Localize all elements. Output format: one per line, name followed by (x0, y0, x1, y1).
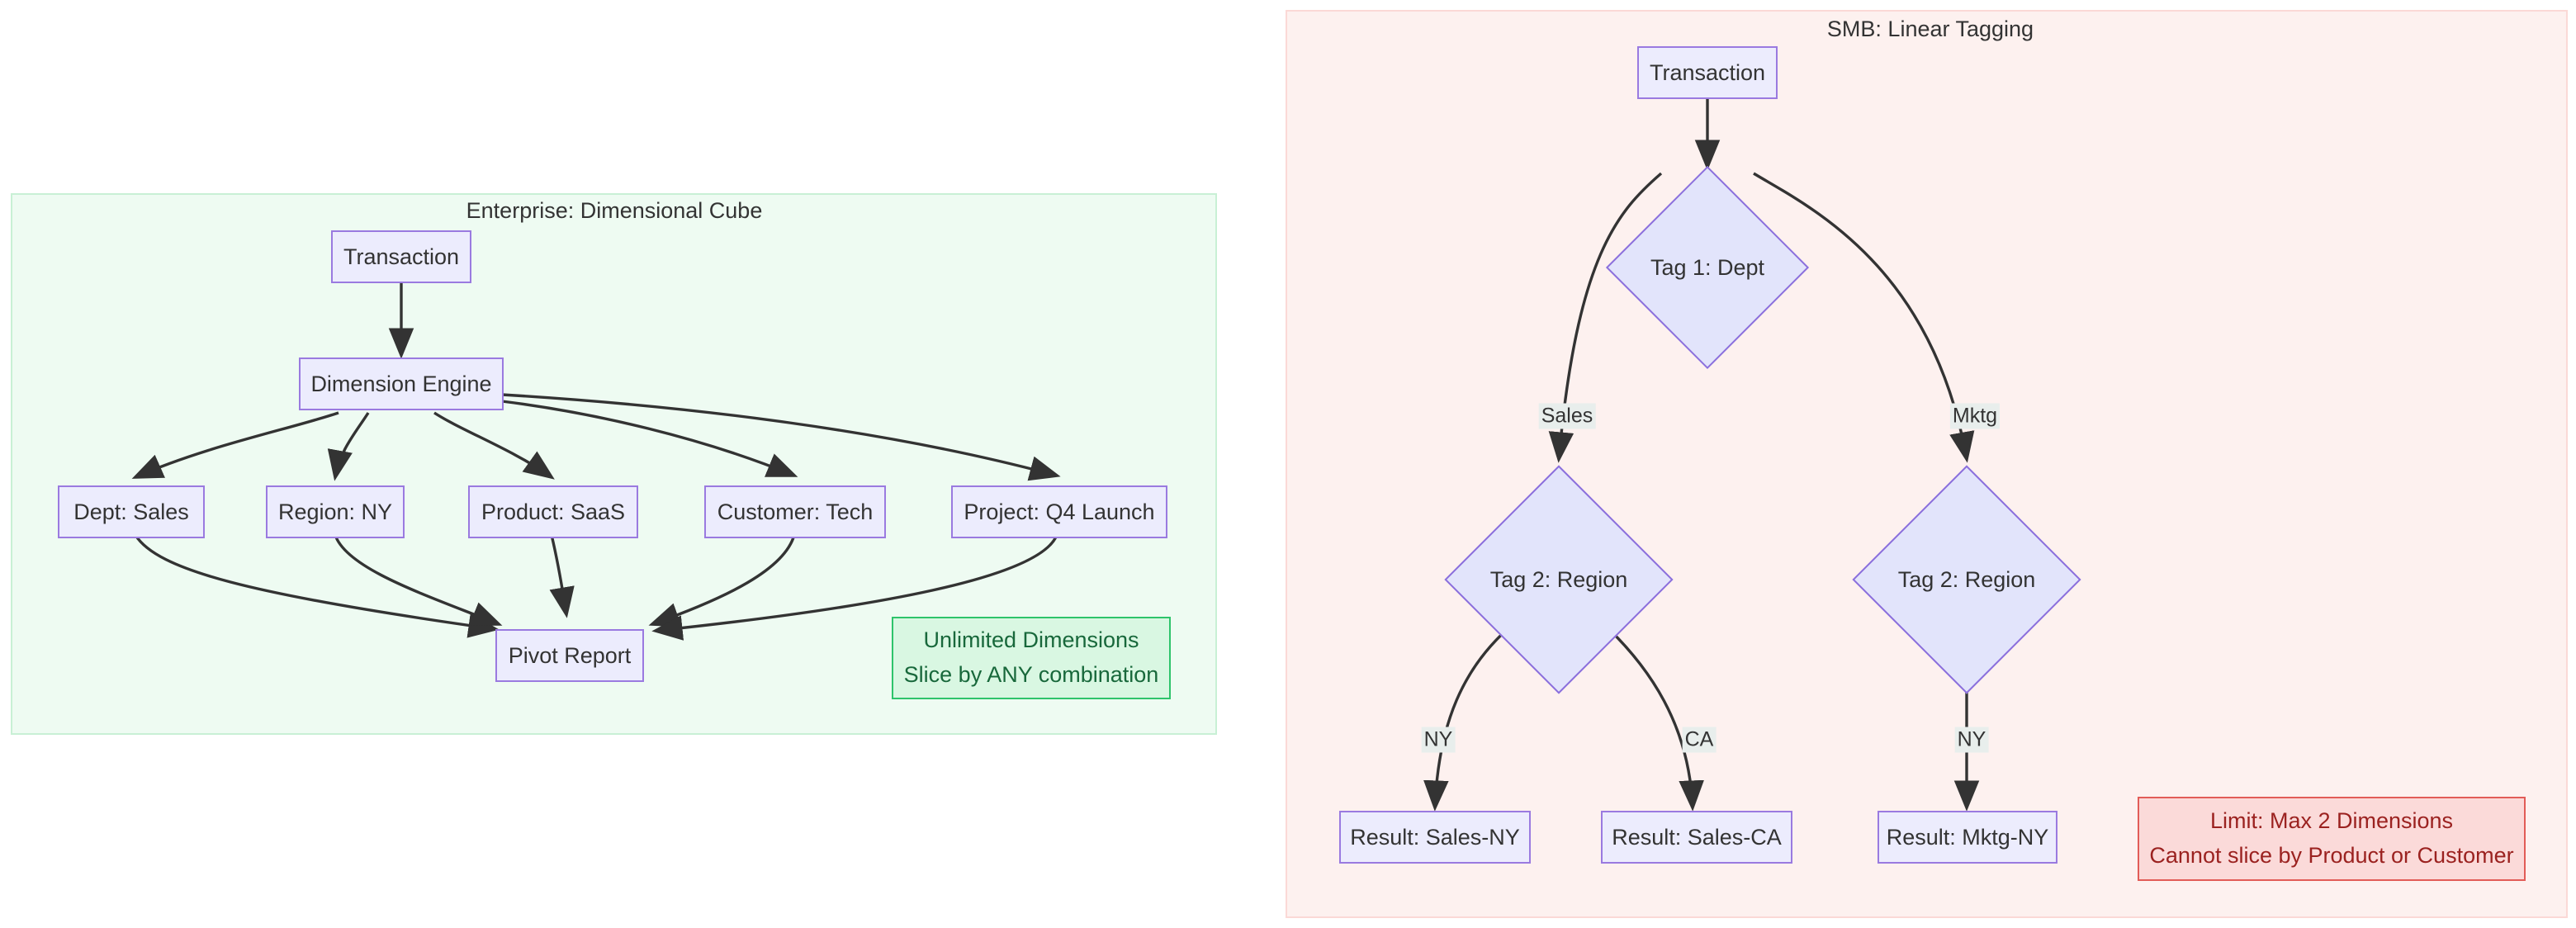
edge-label-mktg: Mktg (1949, 403, 2001, 429)
node-smb-tag2-region-left[interactable]: Tag 2: Region (1444, 465, 1674, 694)
node-ent-dept-sales[interactable]: Dept: Sales (58, 485, 205, 538)
edge-label-ny-left: NY (1421, 727, 1456, 753)
note-unlimited-dimensions: Unlimited Dimensions Slice by ANY combin… (892, 617, 1171, 699)
node-ent-customer-tech[interactable]: Customer: Tech (704, 485, 886, 538)
note-line-2: Slice by ANY combination (903, 662, 1159, 687)
panel-title-smb: SMB: Linear Tagging (1826, 17, 2034, 41)
node-ent-project-q4[interactable]: Project: Q4 Launch (951, 485, 1167, 538)
node-smb-tag2-region-left-label: Tag 2: Region (1489, 566, 1628, 592)
node-smb-tag1-dept[interactable]: Tag 1: Dept (1605, 165, 1810, 370)
note-line-2: Cannot slice by Product or Customer (2149, 843, 2514, 868)
edge-label-ny-right: NY (1954, 727, 1989, 753)
note-limit-max-2-dimensions: Limit: Max 2 Dimensions Cannot slice by … (2138, 797, 2526, 881)
node-ent-product-saas[interactable]: Product: SaaS (468, 485, 638, 538)
edge-label-sales: Sales (1538, 403, 1596, 429)
edge-label-ca: CA (1682, 727, 1717, 753)
node-ent-transaction[interactable]: Transaction (331, 230, 471, 283)
note-line-1: Unlimited Dimensions (923, 627, 1139, 653)
node-ent-region-ny[interactable]: Region: NY (266, 485, 405, 538)
node-smb-transaction[interactable]: Transaction (1637, 46, 1778, 99)
node-smb-result-sales-ny[interactable]: Result: Sales-NY (1339, 811, 1531, 864)
node-smb-tag2-region-right[interactable]: Tag 2: Region (1852, 465, 2081, 694)
node-smb-tag1-dept-label: Tag 1: Dept (1650, 254, 1765, 280)
panel-title-enterprise: Enterprise: Dimensional Cube (466, 198, 763, 223)
node-smb-result-sales-ca[interactable]: Result: Sales-CA (1601, 811, 1792, 864)
node-ent-dimension-engine[interactable]: Dimension Engine (299, 357, 504, 410)
node-smb-result-mktg-ny[interactable]: Result: Mktg-NY (1878, 811, 2057, 864)
node-smb-tag2-region-right-label: Tag 2: Region (1897, 566, 2036, 592)
note-line-1: Limit: Max 2 Dimensions (2209, 808, 2454, 834)
panel-smb (1286, 10, 2568, 918)
node-ent-pivot-report[interactable]: Pivot Report (495, 629, 644, 682)
